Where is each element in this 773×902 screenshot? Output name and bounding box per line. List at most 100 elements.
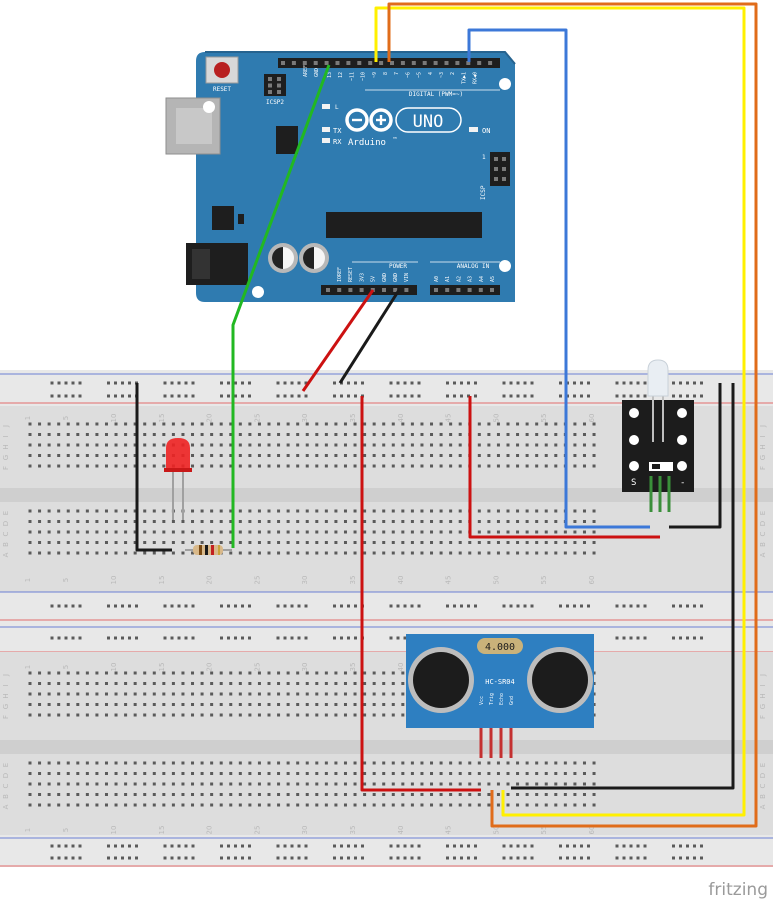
breadboard-hole [219, 692, 223, 696]
wire-blue-pin2-ir[interactable] [467, 28, 650, 529]
breadboard-hole [277, 454, 281, 457]
header-pin[interactable] [434, 288, 438, 292]
breadboard-hole [516, 443, 520, 447]
breadboard-hole [496, 793, 500, 796]
wire-red-us-vcc[interactable] [360, 396, 481, 792]
breadboard-hole [587, 856, 590, 860]
header-pin[interactable] [445, 288, 450, 292]
capacitor-mark [272, 247, 283, 269]
header-pin[interactable] [382, 288, 386, 292]
header-pin[interactable] [393, 288, 398, 292]
breadboard-hole [615, 856, 619, 860]
breadboard-hole [114, 713, 118, 717]
header-pin[interactable] [291, 61, 296, 65]
breadboard-hole [305, 454, 309, 457]
breadboard-hole [446, 381, 449, 385]
breadboard-hole [363, 551, 367, 555]
breadboard-hole [171, 541, 175, 544]
breadboard-hole [124, 682, 128, 685]
breadboard-hole [458, 433, 462, 436]
breadboard-hole [535, 782, 539, 786]
breadboard-hole [324, 703, 328, 706]
reset-button-cap[interactable] [214, 62, 230, 78]
breadboard-hole [516, 782, 520, 786]
breadboard-hole [238, 692, 242, 696]
breadboard-hole [181, 682, 185, 685]
row-letter: A [2, 804, 10, 809]
header-pin[interactable] [359, 288, 364, 292]
red-led[interactable] [164, 438, 192, 520]
header-pin[interactable] [326, 288, 330, 292]
header-pin[interactable] [348, 288, 353, 292]
header-pin[interactable] [346, 61, 351, 65]
breadboard-hole [57, 636, 61, 640]
breadboard-hole [257, 703, 261, 706]
breadboard-hole [296, 551, 300, 555]
header-pin[interactable] [390, 61, 394, 65]
header-pin[interactable] [379, 61, 384, 65]
breadboard-hole [152, 433, 156, 436]
header-pin[interactable] [490, 288, 494, 292]
header-pin[interactable] [488, 61, 493, 65]
breadboard-hole [163, 394, 167, 398]
breadboard-hole [391, 443, 395, 447]
power-label: POWER [389, 263, 407, 270]
breadboard-hole [343, 703, 347, 706]
breadboard-hole [343, 541, 347, 544]
wire-black-ir-gnd[interactable] [669, 383, 722, 529]
breadboard-hole [401, 464, 405, 468]
wire-orange-pin9-echo[interactable] [387, 2, 758, 828]
header-pin[interactable] [302, 61, 307, 65]
header-pin[interactable] [313, 61, 318, 65]
breadboard-hole [181, 782, 185, 786]
header-pin[interactable] [433, 61, 438, 65]
breadboard-hole [296, 803, 300, 807]
header-pin[interactable] [422, 61, 427, 65]
wire-black-led-gnd[interactable] [135, 383, 172, 552]
header-pin[interactable] [455, 61, 460, 65]
breadboard-hole [47, 454, 51, 457]
header-pin[interactable] [324, 61, 329, 65]
header-pin[interactable] [478, 288, 483, 292]
header-pin[interactable] [404, 288, 409, 292]
wire-black-us-gnd[interactable] [511, 383, 735, 790]
breadboard-hole [114, 394, 117, 398]
row-letter: F [2, 466, 10, 470]
breadboard-hole [181, 541, 185, 544]
breadboard-hole [333, 394, 336, 398]
breadboard-hole [343, 509, 347, 513]
header-pin[interactable] [400, 61, 405, 65]
header-pin[interactable] [444, 61, 449, 65]
breadboard-hole [353, 692, 357, 696]
header-pin[interactable] [466, 61, 471, 65]
breadboard-hole [241, 636, 244, 640]
breadboard-hole [133, 464, 137, 468]
breadboard-hole [525, 782, 529, 786]
resistor[interactable] [185, 545, 232, 555]
header-pin[interactable] [467, 288, 472, 292]
header-pin[interactable] [281, 61, 285, 65]
header-pin[interactable] [335, 61, 340, 65]
breadboard-hole [28, 530, 32, 534]
header-pin[interactable] [368, 61, 373, 65]
breadboard-hole [420, 530, 424, 534]
breadboard-hole [389, 604, 393, 608]
column-number: 30 [301, 826, 309, 835]
wire-red-ir-vcc[interactable] [468, 396, 660, 539]
header-pin[interactable] [357, 61, 362, 65]
wire-yellow-pin10-trig[interactable] [374, 6, 746, 817]
header-pin[interactable] [337, 288, 342, 292]
wire-green-pin13-resistor[interactable] [231, 64, 331, 548]
wire-red-5v[interactable] [301, 289, 375, 392]
breadboard-hole [353, 433, 357, 436]
wire-black-gnd[interactable] [338, 289, 401, 384]
breadboard-bottom-body [0, 652, 773, 867]
header-pin[interactable] [456, 288, 461, 292]
header-pin[interactable] [411, 61, 416, 65]
header-pin[interactable] [477, 61, 482, 65]
breadboard-hole [458, 803, 462, 807]
ir-receiver-module[interactable]: S - [622, 359, 694, 512]
breadboard-hole [162, 509, 166, 513]
